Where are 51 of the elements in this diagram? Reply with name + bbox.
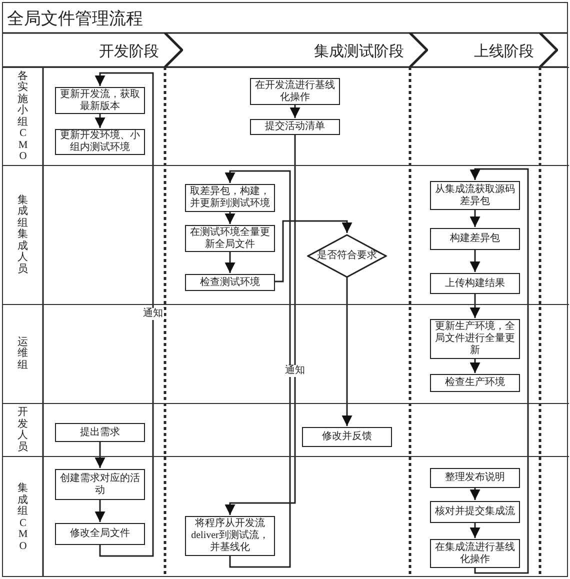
process-box: 在开发流进行基线化操作 [250,78,340,105]
phase-label: 上线阶段 [474,42,534,61]
edge-label: 通知 [284,365,306,377]
diagram-title: 全局文件管理流程 [7,8,143,30]
arrow [470,209,480,227]
arrow [470,358,480,373]
arrow [94,113,106,128]
process-box: 创建需求对应的活动 [55,469,145,500]
process-box: 检查生产环境 [430,374,520,392]
lane-label: 开发人员 [18,407,28,453]
decision-diamond [307,234,387,278]
process-box: 修改并反馈 [302,427,392,447]
edge-label: 通知 [142,308,164,320]
phase-label: 开发阶段 [99,42,159,61]
process-box: 检查测试环境 [185,274,275,291]
process-box: 提交活动清单 [250,119,340,135]
decision-label: 是否符合要求 [316,249,378,263]
process-box: 修改全局文件 [55,523,145,545]
arrow [94,499,106,522]
lane-label: 各实施小组CMO [18,70,28,162]
process-box: 将程序从开发流deliver到测试流，并基线化 [185,516,275,556]
process-box: 更新生产环境，全局文件进行全量更新 [430,319,520,359]
process-box: 核对并提交集成流 [430,501,520,523]
phase-label: 集成测试阶段 [314,42,404,61]
arrow [94,441,106,468]
arrow [224,211,236,224]
arrow [470,168,529,574]
arrow [470,522,480,538]
process-box: 更新开发环境、小组内测试环境 [55,129,145,155]
arrow [470,249,480,272]
process-box: 从集成流获取源码差异包 [430,181,520,210]
arrow [290,104,300,118]
arrow [470,293,480,318]
arrow [224,251,236,273]
lane-label: 集成组集成人员 [18,194,28,276]
arrow [342,277,352,426]
arrow [94,72,154,557]
process-box: 在测试环境全量更新全局文件 [185,225,275,252]
arrow [224,170,291,568]
process-box: 取差异包，构建，并更新到测试环境 [185,184,275,212]
arrow [224,134,296,515]
process-box: 整理发布说明 [430,468,520,488]
arrow [470,487,480,500]
arrow [275,220,352,282]
process-box: 上传构建结果 [430,273,520,294]
lane-label: 运维组 [18,336,28,372]
process-box: 更新开发流，获取最新版本 [55,87,145,114]
process-box: 提出需求 [55,423,145,442]
process-box: 构建差异包 [430,228,520,250]
process-box: 在集成流进行基线化操作 [430,539,520,568]
lane-label: 集成组CMO [18,483,28,552]
